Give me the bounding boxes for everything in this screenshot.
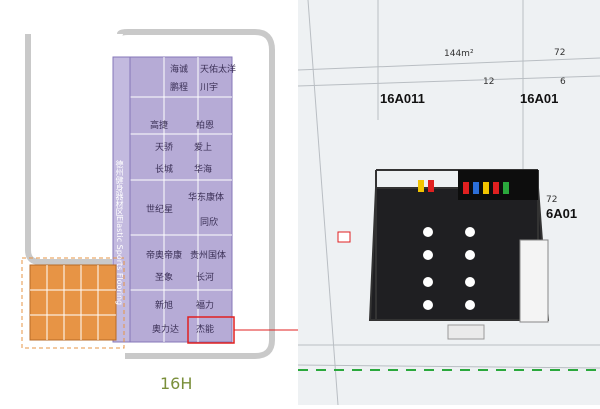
- booth-label: 爱上: [194, 142, 212, 153]
- orange-zone: [29, 264, 117, 341]
- booth-label: 帝奥帝康: [146, 249, 182, 261]
- booth-render-panel: 144m² 72 12 6 16A011 16A01 6A01 72: [298, 0, 600, 405]
- booth-label: 鹏程: [170, 81, 188, 93]
- booth-label: 天骄: [155, 141, 173, 153]
- front-counter: [447, 324, 485, 340]
- purple-grid: [130, 57, 232, 342]
- booth-code-c: 6A01: [546, 206, 577, 221]
- booth-label: 天佑: [200, 63, 218, 75]
- callout-marker: [337, 231, 351, 243]
- booth-label: 圣象: [155, 271, 173, 283]
- floor-plan-panel: 海诚 天佑 太洋 鹏程 川宇 高捷 柏恩 天骄 爱上 长城 华海 世纪星 华东康…: [0, 0, 298, 405]
- booth-label: 奥力达: [152, 323, 179, 335]
- hall-outline: [117, 29, 275, 359]
- booth-seating: [423, 227, 475, 310]
- orange-zone-border: [21, 257, 125, 349]
- booth-label: 华东康体: [188, 191, 224, 203]
- booth-label: 贵州国体: [190, 249, 226, 261]
- orange-grid: [30, 265, 116, 340]
- booth-label: 太洋: [218, 63, 236, 75]
- dim-6: 6: [560, 77, 566, 87]
- booth-label: 华海: [194, 163, 212, 175]
- purple-strip: [112, 56, 131, 343]
- dim-72-side: 72: [546, 195, 557, 205]
- purple-zone: [129, 56, 233, 343]
- side-road: [25, 34, 112, 265]
- floor-grid: [298, 0, 600, 405]
- booth-label: 福力: [196, 299, 214, 311]
- floor-plan-svg: 海诚 天佑 太洋 鹏程 川宇 高捷 柏恩 天骄 爱上 长城 华海 世纪星 华东康…: [21, 29, 298, 359]
- booth-label: 高捷: [150, 119, 168, 131]
- area-label: 144m²: [444, 49, 474, 59]
- booth-label: 杰能: [196, 323, 214, 335]
- booth-code-a: 16A011: [380, 91, 425, 106]
- dim-72-top: 72: [554, 48, 565, 58]
- booth-label: 长河: [196, 271, 214, 283]
- booth-label: 新旭: [155, 299, 173, 311]
- zone-vertical-label: 德州健身器材区Elastic Sports Flooring: [115, 160, 124, 306]
- booth-label: 长城: [155, 163, 173, 175]
- storage-room: [519, 239, 549, 323]
- hall-name: 16H: [160, 374, 193, 393]
- booth-label: 同欣: [200, 216, 218, 228]
- booth-label: 川宇: [200, 81, 218, 93]
- product-shelves: [418, 180, 509, 194]
- dim-12: 12: [483, 77, 494, 87]
- booth-floor: [370, 188, 548, 320]
- booth-render-svg: 144m² 72 12 6 16A011 16A01 6A01 72: [298, 0, 600, 405]
- booth-label: 海诚: [170, 63, 188, 75]
- booth-label: 柏恩: [196, 119, 214, 131]
- booth-label: 世纪星: [146, 203, 173, 215]
- booth-code-b: 16A01: [520, 91, 558, 106]
